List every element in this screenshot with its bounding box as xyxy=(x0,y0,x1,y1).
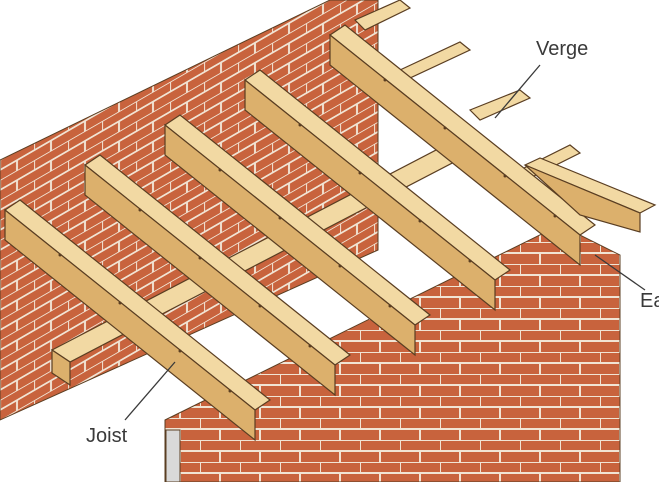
eaves-rafter xyxy=(523,157,657,233)
joist-5-verge xyxy=(328,24,597,267)
joist-label: Joist xyxy=(86,425,128,447)
joist-leader-line xyxy=(124,361,176,421)
nail-marks xyxy=(58,78,557,393)
joist-2 xyxy=(83,154,352,397)
joist-1 xyxy=(3,199,272,442)
joist-3 xyxy=(163,114,432,357)
verge-leader-line xyxy=(494,64,541,119)
joists xyxy=(3,24,597,442)
wall-cavity xyxy=(165,429,181,482)
joist-4 xyxy=(243,69,512,312)
verge-label: Verge xyxy=(536,38,589,60)
eaves-leader-line xyxy=(594,254,646,291)
eaves-label: Ea xyxy=(640,290,659,312)
